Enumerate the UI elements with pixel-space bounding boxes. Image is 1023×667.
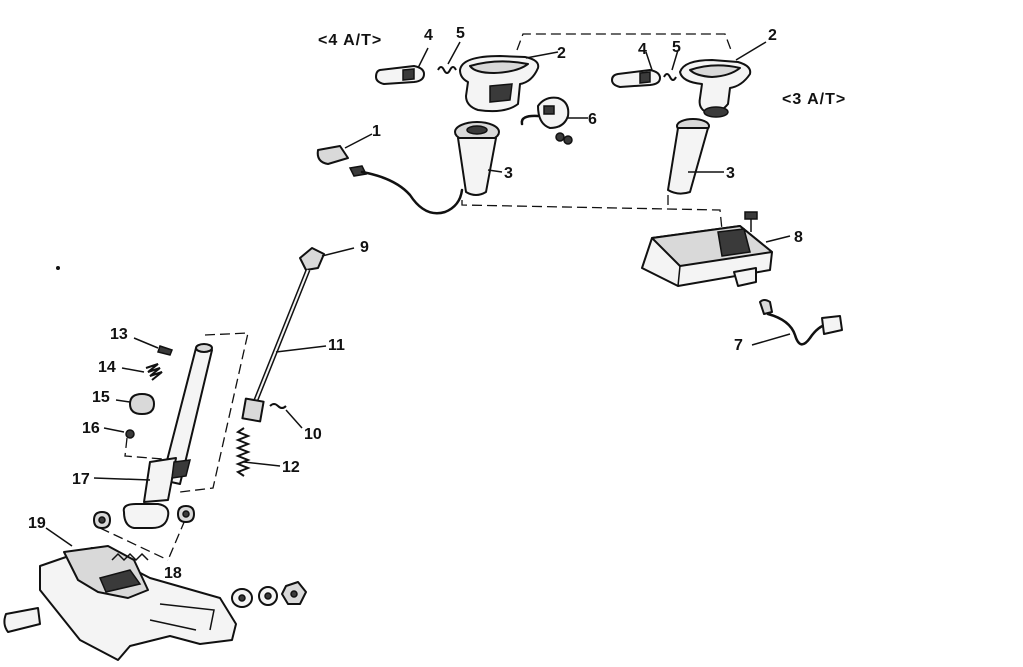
callout-5b: 5 bbox=[672, 39, 681, 56]
spring-4at bbox=[437, 41, 461, 74]
lever-shaft-3at bbox=[667, 118, 724, 195]
callout-12: 12 bbox=[282, 459, 300, 476]
selector-knob-3at bbox=[679, 41, 767, 118]
lever-bracket-base bbox=[3, 527, 237, 661]
indicator-lamp-harness bbox=[751, 299, 843, 346]
stray-mark bbox=[56, 266, 60, 270]
callout-3b: 3 bbox=[726, 165, 735, 182]
callout-numbers: 4 5 2 4 5 2 1 6 3 3 8 7 9 11 10 12 13 14… bbox=[28, 25, 803, 582]
detent-rod bbox=[241, 269, 327, 423]
callout-7: 7 bbox=[734, 337, 743, 354]
variant-label-3at: <3 A/T> bbox=[782, 91, 846, 108]
callout-9: 9 bbox=[360, 239, 369, 256]
spring-3at bbox=[663, 49, 679, 81]
callout-4a: 4 bbox=[424, 27, 433, 44]
wiring-harness bbox=[316, 133, 464, 215]
lever-nut bbox=[103, 427, 135, 439]
lever-spring bbox=[121, 363, 163, 381]
grouping-lines bbox=[99, 33, 732, 561]
callout-5a: 5 bbox=[456, 25, 465, 42]
rod-clip bbox=[299, 247, 355, 271]
rod-pin bbox=[269, 403, 303, 429]
callout-11: 11 bbox=[328, 337, 345, 354]
callout-13: 13 bbox=[110, 326, 128, 343]
callout-17: 17 bbox=[72, 471, 90, 488]
callout-19: 19 bbox=[28, 515, 46, 532]
callout-6: 6 bbox=[588, 111, 597, 128]
callout-18: 18 bbox=[164, 565, 182, 582]
selector-lever bbox=[93, 343, 213, 529]
rod-spring bbox=[235, 427, 281, 477]
callout-8: 8 bbox=[794, 229, 803, 246]
push-button-4at bbox=[375, 47, 429, 85]
callout-16: 16 bbox=[82, 420, 100, 437]
callout-15: 15 bbox=[92, 389, 110, 406]
lever-pin bbox=[133, 337, 173, 356]
callout-1: 1 bbox=[372, 123, 381, 140]
callout-2b: 2 bbox=[768, 27, 777, 44]
callout-4b: 4 bbox=[638, 41, 647, 58]
callout-10: 10 bbox=[304, 426, 322, 443]
position-indicator-panel bbox=[641, 225, 791, 287]
lever-shaft-4at bbox=[454, 121, 503, 196]
overdrive-switch bbox=[520, 96, 588, 145]
selector-knob-4at bbox=[459, 51, 559, 113]
callout-14: 14 bbox=[98, 359, 116, 376]
indicator-screw bbox=[744, 211, 758, 232]
callout-3a: 3 bbox=[504, 165, 513, 182]
lever-bushings bbox=[93, 505, 195, 529]
variant-label-4at: <4 A/T> bbox=[318, 32, 382, 49]
lever-bushing bbox=[115, 393, 155, 415]
base-washers-and-nuts bbox=[231, 581, 307, 608]
callout-2a: 2 bbox=[557, 45, 566, 62]
push-button-3at bbox=[611, 51, 661, 88]
